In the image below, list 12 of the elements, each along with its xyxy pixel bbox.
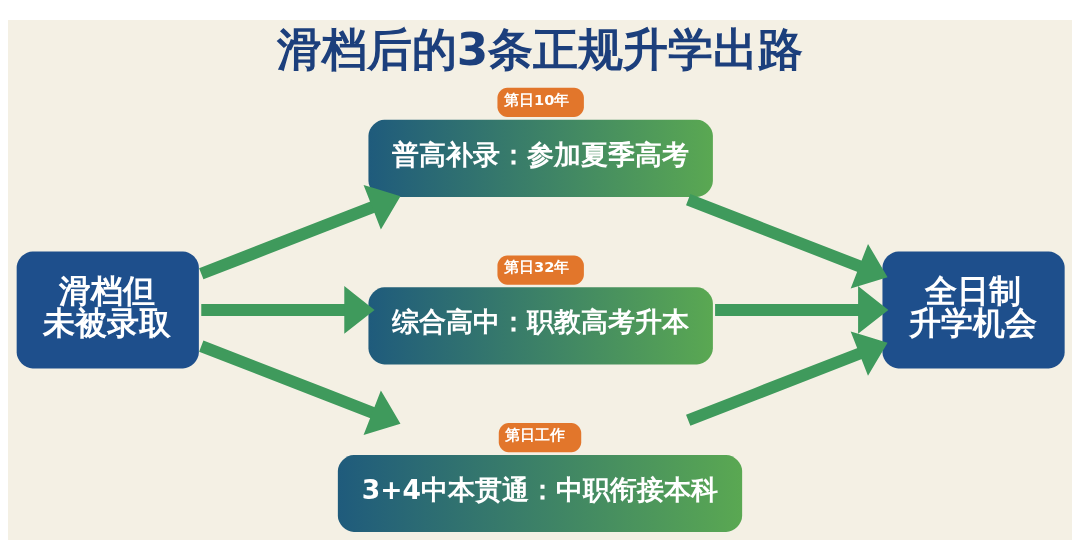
diagram-title: 滑档后的3条正规升学出路 <box>276 22 804 76</box>
node-label: 第日工作 <box>505 425 566 443</box>
arrow <box>199 340 401 435</box>
node-box: 滑档但未被录取 <box>16 250 199 368</box>
arrow <box>686 193 888 288</box>
node-label: 第日32年 <box>504 257 570 275</box>
arrow <box>686 330 888 426</box>
arrow <box>201 285 375 334</box>
node-label: 第日10年 <box>504 90 570 108</box>
arrow <box>715 285 889 334</box>
node-box: 全日制升学机会 <box>882 250 1065 368</box>
arrow <box>199 184 401 279</box>
